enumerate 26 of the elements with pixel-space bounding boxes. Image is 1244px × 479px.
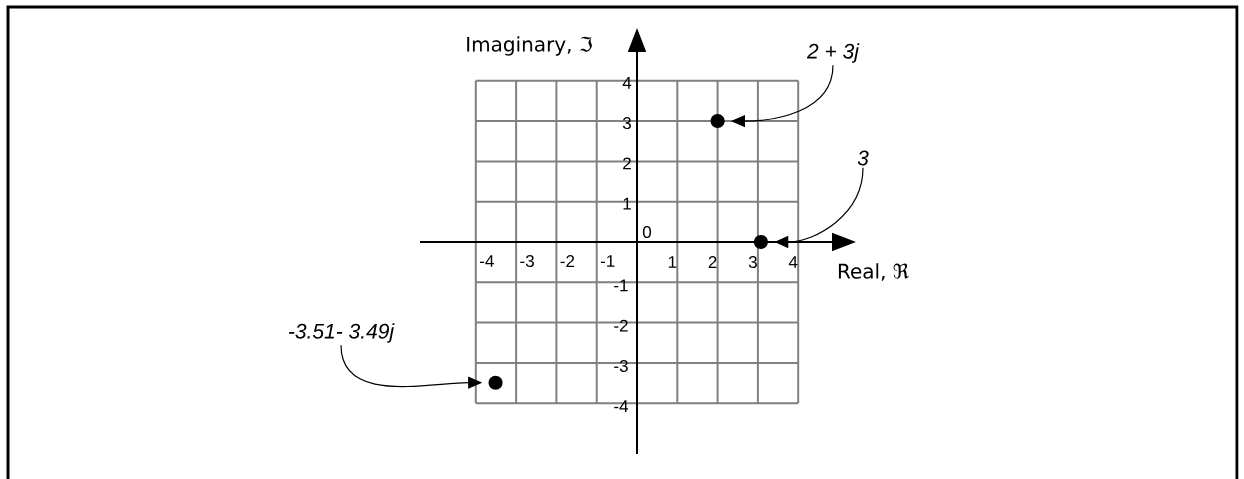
leader-arrow [731, 64, 834, 128]
tick-label: -2 [560, 255, 575, 267]
point-dot [753, 235, 768, 249]
tick-label: -4 [614, 400, 629, 413]
axis-title: Real, ℜ [838, 263, 909, 281]
tick-label: -2 [614, 319, 628, 332]
tick-label: 2 [623, 157, 631, 170]
tick-label: -3 [614, 359, 628, 372]
tick-label: 4 [788, 256, 798, 268]
callout-label: 2 + 3j [806, 43, 860, 63]
tick-label: -3 [520, 255, 534, 267]
tick-label: 3 [748, 256, 757, 268]
axis-title: Imaginary, ℑ [467, 36, 593, 56]
tick-label: 4 [622, 76, 632, 89]
tick-label: -4 [480, 255, 494, 267]
tick-label: -1 [600, 255, 615, 267]
tick-label: 1 [668, 256, 677, 268]
tick-label: 1 [623, 197, 631, 210]
tick-label: 3 [622, 117, 631, 130]
callout-label: 3 [857, 150, 869, 166]
tick-label: -1 [614, 279, 628, 292]
tick-label: 0 [642, 226, 652, 238]
point-dot [710, 114, 725, 129]
tick-label: 2 [708, 256, 717, 268]
callout-label: -3.51- 3.49j [288, 323, 395, 343]
point-dot [488, 375, 503, 390]
